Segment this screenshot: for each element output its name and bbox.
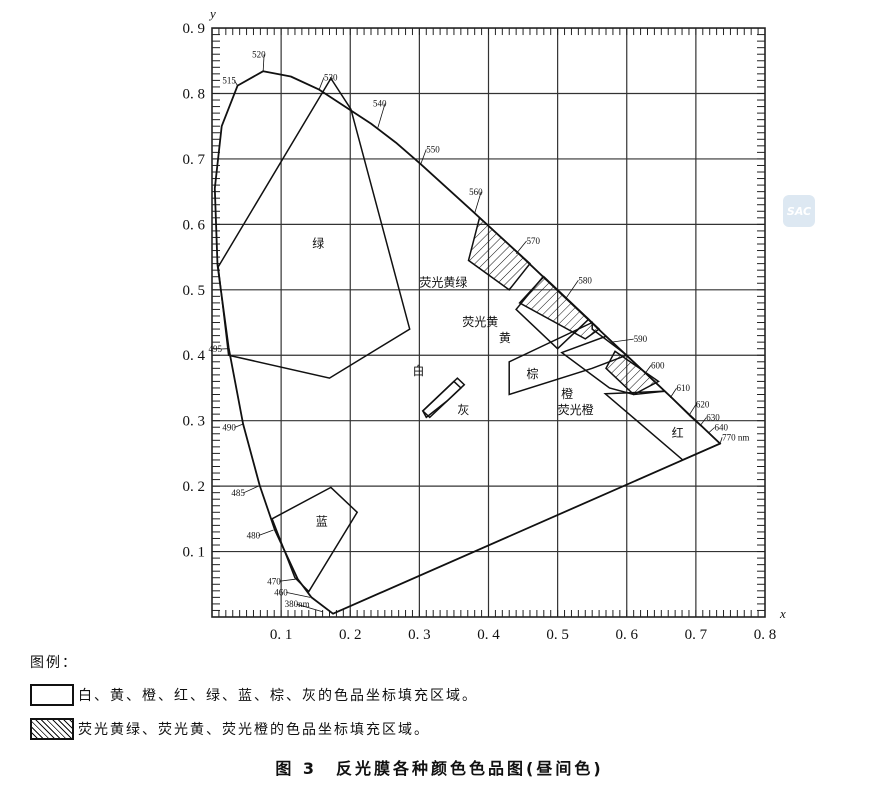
wavelength-label: 490 — [222, 422, 236, 432]
tick-labels: 0. 1 0. 2 0. 3 0. 4 0. 5 0. 6 0. 7 0. 8 0. 1 0. 2… — [183, 21, 777, 643]
hatched-swatch-icon — [30, 718, 74, 740]
region-label: 灰 — [457, 403, 469, 417]
plain-swatch-icon — [30, 684, 74, 706]
grid — [211, 27, 766, 618]
legend-text: 白、黄、橙、红、绿、蓝、棕、灰的色品坐标填充区域。 — [78, 688, 478, 704]
region-label: 棕 — [527, 366, 539, 381]
y-tick-label: 0. 3 — [183, 414, 206, 430]
x-tick-label: 0. 4 — [477, 627, 500, 643]
wavelength-label: 560 — [469, 187, 483, 197]
wavelength-label: 530 — [324, 72, 338, 82]
axis-ticks — [211, 27, 766, 618]
region-橙 — [560, 335, 667, 396]
legend-title: 图例： — [30, 655, 78, 671]
x-tick-label: 0. 6 — [616, 627, 639, 643]
sac-watermark-logo: SAC — [783, 195, 815, 227]
legend: 图例： 白、黄、橙、红、绿、蓝、棕、灰的色品坐标填充区域。 荧光黄绿、荧光黄、荧… — [30, 652, 478, 750]
region-label: 黄 — [499, 331, 511, 345]
x-tick-label: 0. 2 — [339, 627, 362, 643]
region-label: 白 — [412, 363, 424, 378]
region-label: 蓝 — [316, 514, 328, 528]
x-tick-label: 0. 8 — [754, 627, 777, 643]
region-黄 — [515, 275, 590, 350]
wavelength-label: 570 — [527, 236, 541, 246]
region-红 — [603, 390, 722, 461]
wavelength-label: 495 — [209, 344, 223, 354]
region-荧光黄绿 — [467, 216, 532, 291]
wavelength-label: 480 — [247, 530, 261, 540]
wavelength-label: 770 nm — [722, 432, 749, 442]
y-tick-label: 0. 4 — [183, 348, 206, 364]
y-tick-label: 0. 1 — [183, 545, 206, 561]
legend-text: 荧光黄绿、荧光黄、荧光橙的色品坐标填充区域。 — [78, 722, 430, 738]
chromaticity-chart: 0. 1 0. 2 0. 3 0. 4 0. 5 0. 6 0. 7 0. 8 0. 1 0. 2… — [183, 6, 787, 643]
wavelength-label: 470 — [267, 576, 281, 586]
wavelength-label: 550 — [426, 144, 440, 154]
y-tick-label: 0. 2 — [183, 479, 206, 495]
legend-item-plain: 白、黄、橙、红、绿、蓝、棕、灰的色品坐标填充区域。 — [30, 682, 478, 708]
wavelength-label: 620 — [696, 400, 710, 410]
wavelength-label: 600 — [651, 360, 665, 370]
wavelength-label: 515 — [222, 76, 236, 86]
x-tick-label: 0. 5 — [546, 627, 569, 643]
wavelength-label: 540 — [373, 99, 387, 109]
region-蓝 — [271, 486, 359, 593]
x-axis-label: x — [779, 606, 786, 621]
wavelength-label: 610 — [677, 383, 691, 393]
region-label: 红 — [672, 425, 684, 440]
wavelength-label: 630 — [706, 413, 720, 423]
color-regions — [217, 76, 722, 593]
legend-item-hatched: 荧光黄绿、荧光黄、荧光橙的色品坐标填充区域。 — [30, 716, 478, 742]
y-tick-label: 0. 7 — [183, 152, 206, 168]
region-label: 橙 — [561, 386, 573, 401]
x-tick-label: 0. 1 — [270, 627, 293, 643]
y-tick-label: 0. 8 — [183, 86, 206, 102]
region-棕 — [508, 321, 629, 396]
y-tick-label: 0. 5 — [183, 283, 206, 299]
x-tick-label: 0. 3 — [408, 627, 431, 643]
wavelength-label: 380nm — [285, 599, 310, 609]
region-label: 绿 — [312, 235, 324, 250]
wavelength-label: 485 — [231, 488, 245, 498]
wavelength-label: 580 — [578, 275, 592, 285]
wavelength-label: 520 — [252, 49, 266, 59]
y-tick-label: 0. 6 — [183, 217, 206, 233]
watermark-text: SAC — [786, 204, 812, 218]
figure-caption: 图 3 反光膜各种颜色色品图(昼间色) — [275, 759, 604, 778]
wavelength-label: 460 — [274, 587, 288, 597]
region-荧光橙 — [605, 350, 660, 396]
y-tick-label: 0. 9 — [183, 21, 206, 37]
wavelength-label: 590 — [634, 334, 648, 344]
region-label: 荧光黄绿 — [419, 275, 467, 290]
region-label: 荧光黄 — [462, 315, 498, 329]
region-荧光黄 — [518, 275, 601, 340]
wavelength-label: 640 — [715, 422, 729, 432]
region-灰 — [421, 380, 462, 419]
y-axis-label: y — [208, 6, 216, 21]
region-label: 荧光橙 — [558, 402, 594, 417]
region-绿 — [217, 76, 411, 379]
x-tick-label: 0. 7 — [685, 627, 708, 643]
